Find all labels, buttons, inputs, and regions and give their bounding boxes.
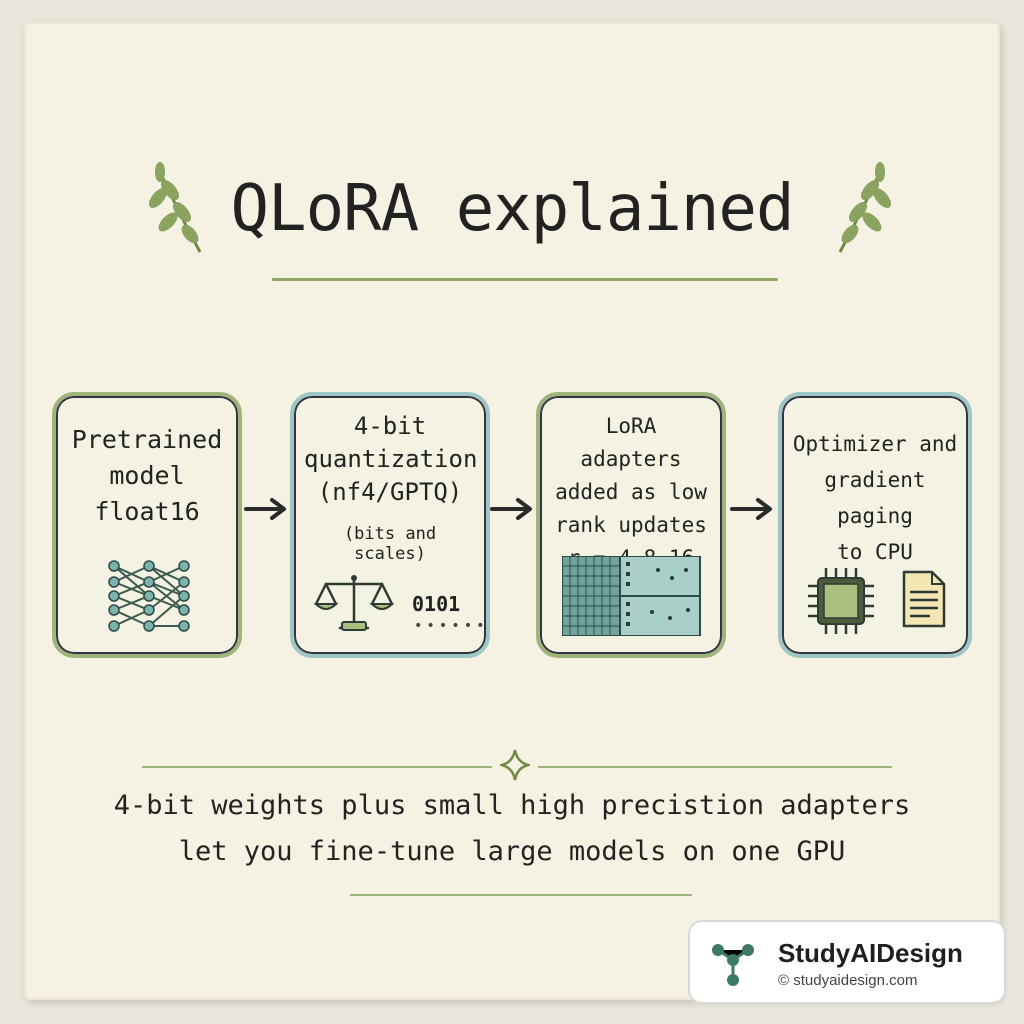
caption-line-2: let you fine-tune large models on one GP…	[178, 836, 846, 867]
right-leaf-sprig-icon	[838, 162, 891, 253]
step-line: LoRA adapters	[580, 414, 682, 471]
step-label: 4-bit quantization (nf4/GPTQ)	[304, 410, 478, 509]
dots-decoration: ••••••	[414, 618, 489, 634]
step-line: rank updates	[555, 513, 707, 537]
left-leaf-sprig-icon	[149, 162, 202, 253]
brand-logo-icon	[712, 944, 754, 986]
step-line: (nf4/GPTQ)	[317, 478, 463, 506]
step-line: added as low	[555, 480, 707, 504]
cpu-chip-icon	[808, 568, 874, 634]
arrow-right-icon	[730, 498, 772, 520]
brand-url[interactable]: © studyaidesign.com	[778, 972, 918, 989]
sparkle-icon	[500, 749, 530, 781]
step-card-lora-adapters: LoRA adapters added as low rank updates …	[536, 392, 726, 658]
step-card-pretrained: Pretrained model float16	[52, 392, 242, 658]
step-line: to CPU	[837, 540, 913, 564]
page-title: QLoRA explained	[230, 172, 795, 246]
adapter-matrix-icon	[562, 556, 701, 636]
step-card-quantization: 4-bit quantization (nf4/GPTQ) (bits and …	[290, 392, 490, 658]
arrow-right-icon	[244, 498, 286, 520]
document-icon	[902, 570, 946, 628]
step-line: quantization	[304, 445, 478, 473]
brand-name: StudyAIDesign	[778, 938, 963, 968]
step-line: 4-bit	[353, 412, 427, 440]
divider-left	[142, 766, 492, 768]
arrow-right-icon	[490, 498, 532, 520]
step-note: (bits and scales)	[343, 524, 437, 564]
step-line: float16	[94, 497, 200, 526]
caption-underline	[350, 894, 692, 896]
step-line: Pretrained	[71, 425, 223, 454]
step-label: Pretrained model float16	[66, 422, 228, 530]
divider-right	[538, 766, 892, 768]
balance-scale-icon	[314, 575, 394, 631]
caption-line-1: 4-bit weights plus small high precistion…	[113, 790, 911, 821]
step-label: LoRA adapters added as low rank updates …	[550, 410, 712, 575]
step-label: Optimizer and gradient paging to CPU	[792, 426, 958, 570]
brand-badge[interactable]: StudyAIDesign © studyaidesign.com	[688, 920, 1006, 1004]
step-line: model	[109, 461, 185, 490]
binary-bits: 0101	[412, 592, 461, 616]
step-line: Optimizer and	[792, 432, 958, 456]
title-underline	[272, 278, 778, 281]
step-card-optimizer-paging: Optimizer and gradient paging to CPU	[778, 392, 972, 658]
neural-network-icon	[108, 560, 190, 632]
step-line: gradient paging	[824, 468, 926, 528]
